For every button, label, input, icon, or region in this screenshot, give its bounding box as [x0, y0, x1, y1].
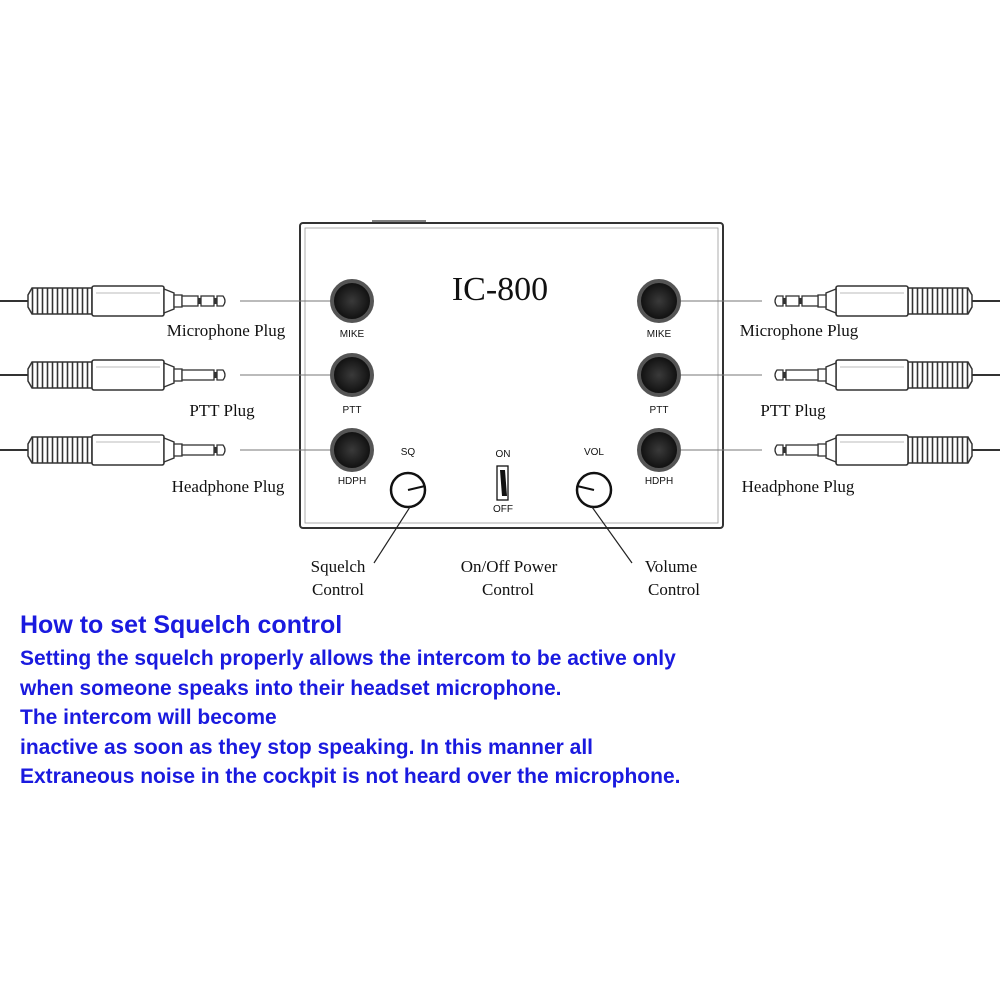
power-switch-on-label: ON — [496, 449, 511, 460]
squelch-knob[interactable] — [389, 471, 427, 509]
power-switch-off-label: OFF — [493, 504, 513, 515]
right-ptt-jack-label: PTT — [650, 405, 669, 416]
squelch-knob-label: SQ — [401, 447, 416, 458]
left-ptt-jack-label: PTT — [343, 405, 362, 416]
callout-lines — [373, 506, 633, 564]
instructions-heading: How to set Squelch control — [20, 611, 343, 639]
instructions-line: Extraneous noise in the cockpit is not h… — [20, 765, 681, 788]
model-label: IC-800 — [452, 271, 548, 308]
squelch-callout-line1: Squelch — [311, 557, 366, 576]
left-ptt-plug — [0, 359, 226, 391]
right-headphone-plug — [774, 434, 1000, 466]
volume-knob[interactable] — [575, 471, 613, 509]
volume-knob-label: VOL — [584, 447, 604, 458]
right-ptt-jack[interactable] — [637, 353, 681, 397]
instructions-line: Setting the squelch properly allows the … — [20, 647, 676, 670]
left-ptt-jack[interactable] — [330, 353, 374, 397]
left-headphone-plug — [0, 434, 226, 466]
right-hdph-jack-label: HDPH — [645, 476, 673, 487]
right-mike-jack[interactable] — [637, 279, 681, 323]
left-mike-jack-label: MIKE — [340, 329, 365, 340]
right-microphone-plug-label: Microphone Plug — [740, 321, 859, 340]
instructions-line: when someone speaks into their headset m… — [20, 676, 562, 700]
left-headphone-plug-label: Headphone Plug — [172, 477, 285, 496]
leader-lines — [240, 300, 762, 451]
power-callout-line2: Control — [482, 580, 534, 599]
right-ptt-plug — [774, 359, 1000, 391]
right-ptt-plug-label: PTT Plug — [760, 401, 826, 420]
left-hdph-jack[interactable] — [330, 428, 374, 472]
left-hdph-jack-label: HDPH — [338, 476, 366, 487]
power-toggle-switch[interactable] — [496, 465, 509, 501]
right-hdph-jack[interactable] — [637, 428, 681, 472]
squelch-instructions: How to set Squelch control Setting the s… — [20, 610, 980, 792]
instructions-line: inactive as soon as they stop speaking. … — [20, 735, 594, 759]
right-mike-jack-label: MIKE — [647, 329, 672, 340]
left-ptt-plug-label: PTT Plug — [189, 401, 255, 420]
power-callout-line1: On/Off Power — [461, 557, 558, 576]
squelch-callout-line2: Control — [312, 580, 364, 599]
left-microphone-plug-label: Microphone Plug — [167, 321, 286, 340]
right-headphone-plug-label: Headphone Plug — [742, 477, 855, 496]
volume-callout-line2: Control — [648, 580, 700, 599]
left-mike-jack[interactable] — [330, 279, 374, 323]
instructions-line: The intercom will become — [20, 706, 277, 729]
right-microphone-plug — [774, 285, 1000, 317]
volume-callout-line1: Volume — [645, 557, 698, 576]
left-microphone-plug — [0, 285, 226, 317]
